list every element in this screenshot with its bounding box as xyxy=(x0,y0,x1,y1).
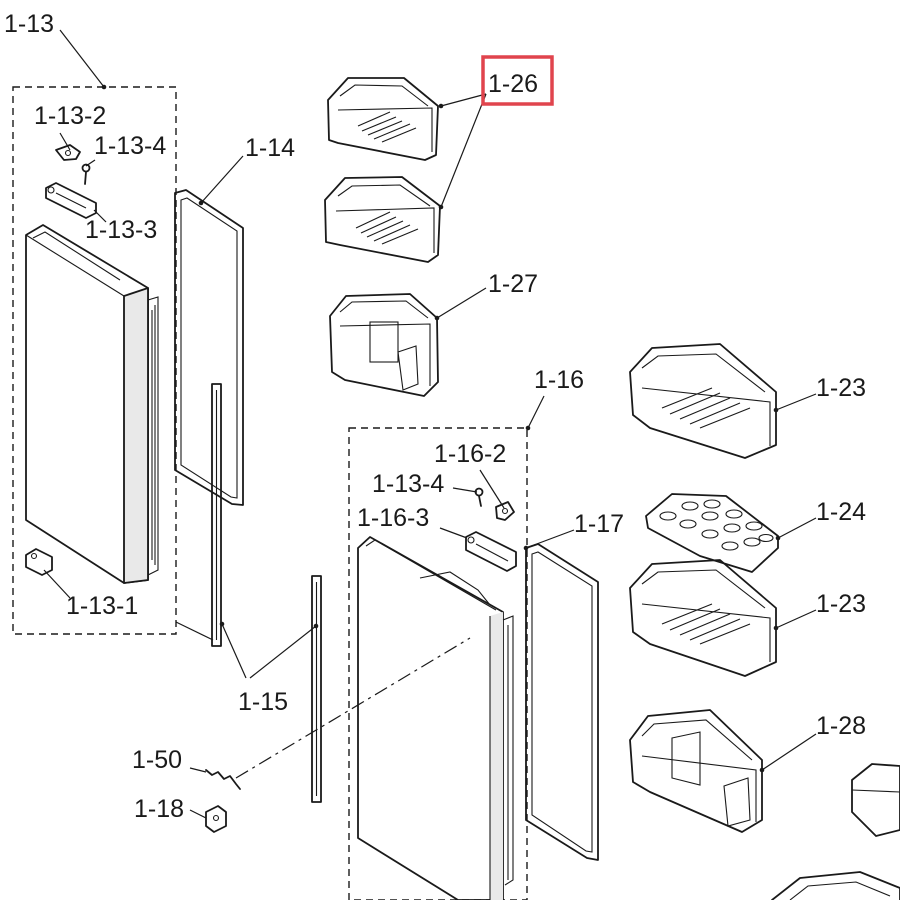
spring-1-50 xyxy=(205,769,241,790)
door-shelf-1-23-top xyxy=(629,343,777,459)
label-1-13: 1-13 xyxy=(4,10,54,38)
screw-1-13-4 xyxy=(81,163,91,185)
label-1-17: 1-17 xyxy=(574,510,624,538)
door-bin-1-27 xyxy=(329,293,439,397)
label-1-13-2: 1-13-2 xyxy=(34,102,106,130)
label-1-13-1: 1-13-1 xyxy=(66,592,138,620)
hinge-1-16-2 xyxy=(495,501,515,521)
left-door-group xyxy=(12,86,177,635)
label-1-16: 1-16 xyxy=(534,366,584,394)
leader-lines xyxy=(43,29,817,819)
label-1-13-3: 1-13-3 xyxy=(85,216,157,244)
bottom-hinge-1-13-1 xyxy=(25,548,53,576)
label-1-13-4-top: 1-13-4 xyxy=(94,132,166,160)
right-door-assembly-box xyxy=(348,427,528,900)
label-1-28: 1-28 xyxy=(816,712,866,740)
door-bin-1-26-lower xyxy=(324,176,441,263)
left-door-panel xyxy=(25,224,159,584)
label-1-16-2: 1-16-2 xyxy=(434,440,506,468)
partial-bin-right-edge xyxy=(851,763,900,837)
door-gasket-1-14 xyxy=(174,189,244,506)
part-labels: 1-13 1-13-2 1-13-4 1-13-3 1-13-1 1-14 1-… xyxy=(4,10,866,823)
clip-1-18 xyxy=(205,805,227,833)
door-bin-1-28 xyxy=(629,709,763,833)
label-1-15: 1-15 xyxy=(238,688,288,716)
highlight-box-1-26 xyxy=(481,55,554,106)
door-bin-1-26-upper xyxy=(327,77,439,161)
label-1-50: 1-50 xyxy=(132,746,182,774)
partial-shelf-bottom-edge xyxy=(771,871,900,900)
hinge-bracket-1-16-3 xyxy=(465,531,517,572)
label-1-23-bottom: 1-23 xyxy=(816,590,866,618)
label-1-26: 1-26 xyxy=(488,70,538,98)
label-1-24: 1-24 xyxy=(816,498,866,526)
door-shelf-1-23-bottom xyxy=(629,559,777,677)
label-1-23-top: 1-23 xyxy=(816,374,866,402)
left-door-assembly-box xyxy=(12,86,177,635)
right-door-group xyxy=(348,427,528,900)
gasket-strips-1-15 xyxy=(211,383,322,803)
label-1-18: 1-18 xyxy=(134,795,184,823)
screw-1-13-4-right xyxy=(474,487,484,507)
label-1-13-4-mid: 1-13-4 xyxy=(372,470,444,498)
hinge-bracket-1-13-3 xyxy=(45,182,97,219)
label-1-16-3: 1-16-3 xyxy=(357,504,429,532)
label-1-27: 1-27 xyxy=(488,270,538,298)
right-door-panel xyxy=(357,536,514,900)
leader-dots xyxy=(101,84,781,773)
door-gasket-1-17 xyxy=(525,543,599,861)
egg-tray-1-24 xyxy=(645,493,779,573)
label-1-14: 1-14 xyxy=(245,134,295,162)
